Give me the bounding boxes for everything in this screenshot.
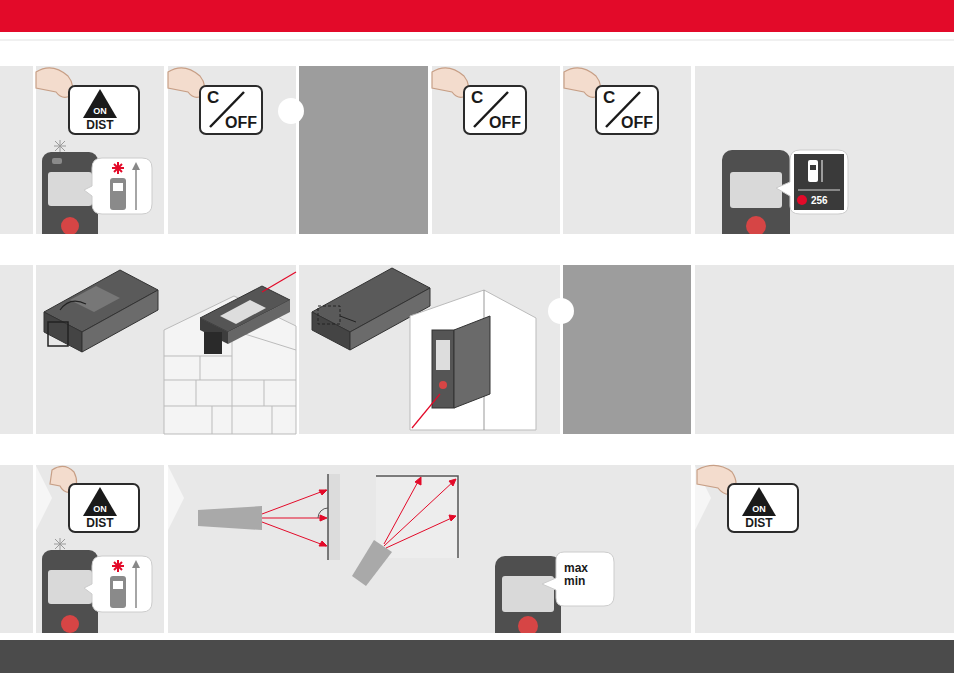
on-dist-button: ON DIST — [727, 483, 799, 533]
header-bar — [0, 0, 954, 32]
finger — [36, 68, 736, 495]
clear-off-button: C OFF — [463, 85, 527, 135]
button-label: C — [603, 89, 615, 107]
device — [412, 316, 490, 428]
display-value: 256 — [811, 195, 828, 206]
button-label: DIST — [70, 517, 130, 529]
row-panels — [0, 66, 954, 633]
button-label: ON — [70, 504, 130, 514]
button-label: OFF — [621, 114, 653, 131]
button-label: OFF — [225, 114, 257, 131]
beam-corner — [352, 474, 460, 586]
clear-off-button: C OFF — [199, 85, 263, 135]
magnify-bubble — [84, 158, 152, 214]
magnify-bubble — [84, 556, 152, 612]
device — [200, 272, 296, 354]
on-dist-button: ON DIST — [68, 483, 140, 533]
button-label: C — [207, 89, 219, 107]
button-label: ON — [729, 504, 789, 514]
on-dist-button: ON DIST — [68, 85, 140, 135]
step-circle — [278, 98, 304, 124]
display-bubble — [776, 150, 848, 214]
beam-wall — [198, 474, 340, 560]
button-label: OFF — [489, 114, 521, 131]
laser-sparkle — [54, 538, 66, 550]
button-label: DIST — [729, 517, 789, 529]
button-label: ON — [70, 106, 130, 116]
device — [722, 150, 790, 234]
button-label: DIST — [70, 119, 130, 131]
footer-bar — [0, 640, 954, 673]
brick-wall — [164, 296, 296, 434]
speech-bubble — [542, 552, 614, 606]
laser-sparkle — [54, 140, 66, 152]
button-label: C — [471, 89, 483, 107]
device — [495, 556, 561, 633]
clear-off-button: C OFF — [595, 85, 659, 135]
device-end-piece — [44, 270, 158, 352]
bubble-text: max min — [564, 562, 598, 588]
wall-corner — [410, 290, 536, 430]
speech-bubble: max min — [558, 556, 610, 606]
step-circle — [548, 298, 574, 324]
